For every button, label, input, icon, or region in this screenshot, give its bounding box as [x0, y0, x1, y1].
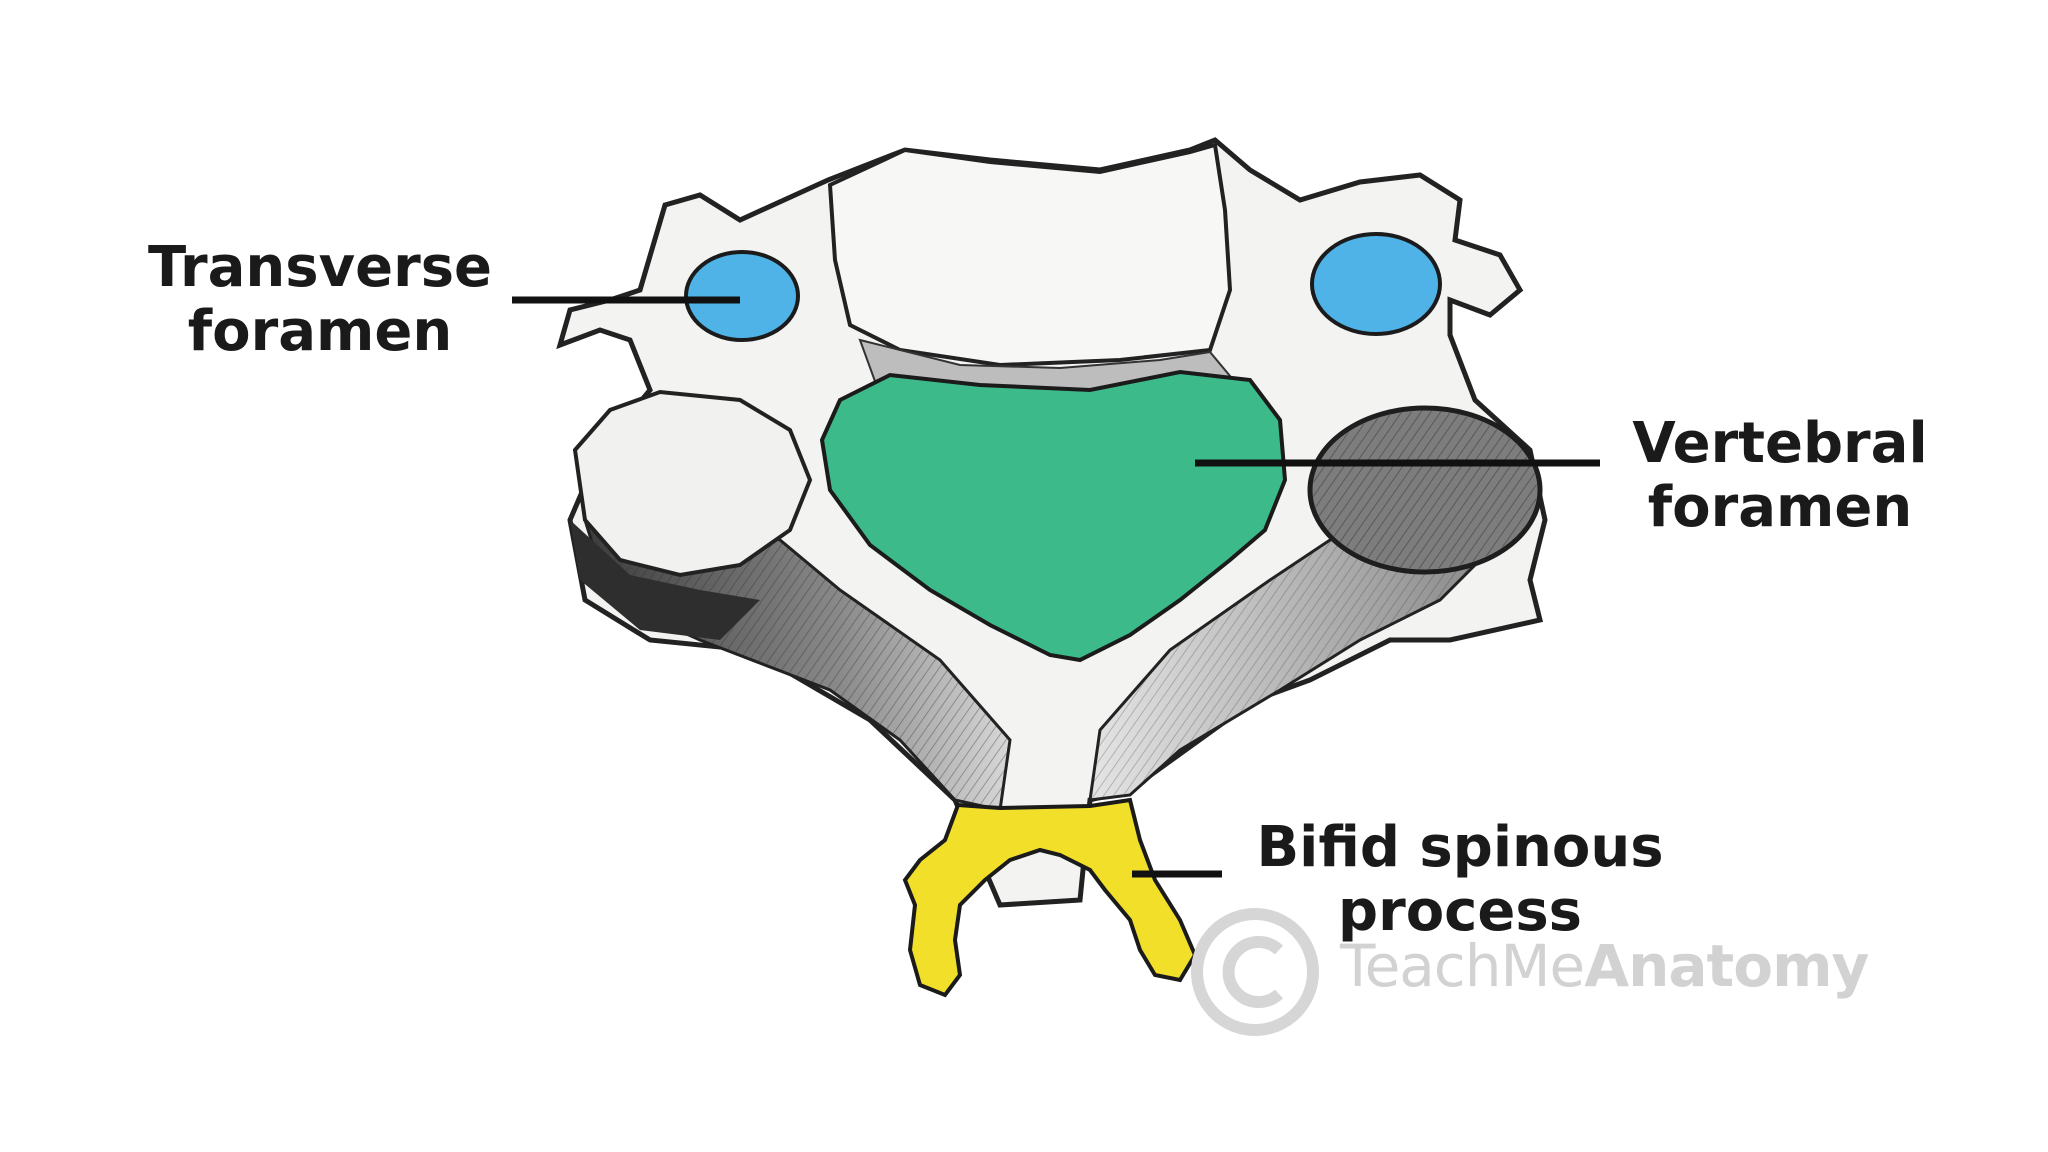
left-articular-shadow: [570, 520, 760, 640]
bifid-spinous-process: [902, 797, 1198, 998]
label-transverse-foramen: Transverse foramen: [130, 236, 510, 364]
label-bifid-line1: Bifid spinous: [1256, 815, 1664, 880]
right-articular-facet-hatch: [1313, 411, 1537, 569]
transverse-foramen-left: [684, 250, 800, 342]
label-vertebral-line2: foramen: [1647, 475, 1913, 540]
watermark-brand-bold: Anatomy: [1584, 932, 1869, 1000]
transverse-foramen-right: [1310, 232, 1442, 336]
teachmeanatomy-watermark: TeachMeAnatomy: [1175, 892, 1935, 1052]
label-transverse-line1: Transverse: [147, 235, 493, 300]
vertebral-foramen: [819, 369, 1288, 663]
label-bifid-line2: process: [1337, 879, 1582, 944]
label-bifid-spinous-process: Bifid spinous process: [1225, 816, 1695, 944]
label-vertebral-foramen: Vertebral foramen: [1610, 412, 1950, 540]
label-transverse-line2: foramen: [187, 299, 453, 364]
left-lamina-hatch: [585, 510, 1010, 810]
vertebral-body: [827, 142, 1233, 368]
left-articular-process: [572, 389, 813, 578]
copyright-icon: [1191, 908, 1319, 1036]
right-lamina-hatch: [1090, 500, 1480, 800]
watermark-brand-light: TeachMe: [1340, 932, 1585, 1000]
watermark-text: TeachMeAnatomy: [1340, 932, 1869, 1000]
label-vertebral-line1: Vertebral: [1632, 411, 1928, 476]
